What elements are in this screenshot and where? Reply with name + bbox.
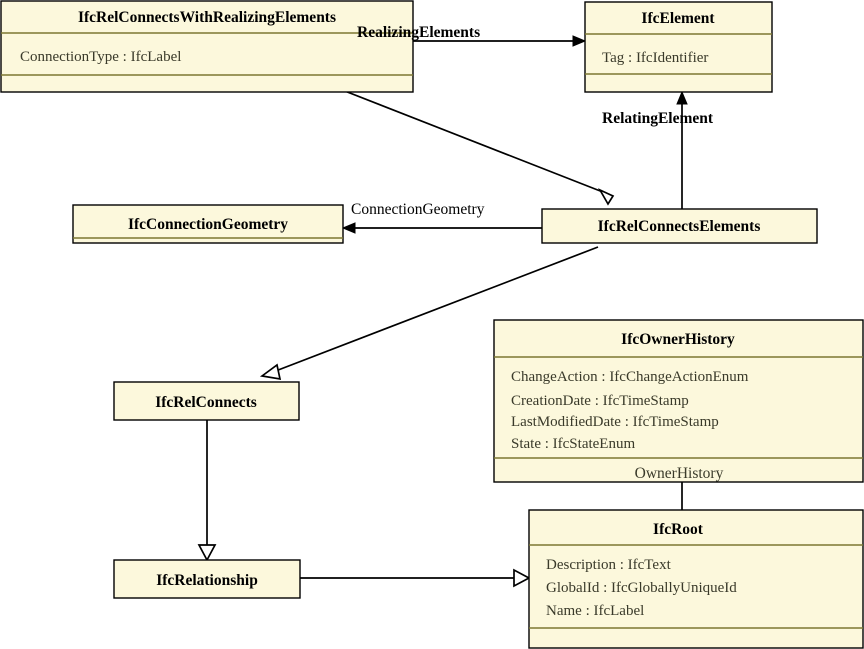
solid-arrowhead (341, 222, 356, 234)
class-box-ifcrelconnectselements[interactable]: IfcRelConnectsElements (541, 208, 818, 244)
class-name-label: IfcOwnerHistory (621, 331, 735, 348)
class-name-label: IfcRelationship (156, 572, 258, 589)
class-box-outline (528, 509, 864, 649)
class-box-outline (113, 559, 301, 599)
edge-generalization-realizing-to-connects-elements (331, 85, 615, 206)
class-name-label: IfcRelConnectsElements (598, 218, 761, 235)
class-box-outline (72, 204, 344, 244)
class-box-ifcconnectiongeometry[interactable]: IfcConnectionGeometry (72, 204, 344, 244)
solid-arrowhead (572, 35, 587, 47)
edge-association-connection-geometry (341, 222, 542, 234)
class-attribute: GlobalId : IfcGloballyUniqueId (546, 580, 737, 596)
hollow-triangle-arrowhead (597, 188, 615, 206)
edge-label-realizing-elements: RealizingElements (357, 24, 480, 41)
class-box-ifcownerhistory[interactable]: IfcOwnerHistory ChangeAction : IfcChange… (493, 319, 864, 483)
class-attribute: Tag : IfcIdentifier (602, 50, 708, 66)
class-attribute: State : IfcStateEnum (511, 436, 635, 452)
generalization-line (272, 246, 599, 373)
class-attribute: ConnectionType : IfcLabel (20, 49, 181, 65)
class-box-ifcrelconnects[interactable]: IfcRelConnects (113, 381, 300, 421)
class-name-label: IfcRelConnects (155, 394, 257, 411)
solid-arrowhead (676, 90, 688, 105)
edge-generalization-connects-elements-to-rel-connects (259, 246, 599, 381)
class-box-outline (0, 0, 414, 93)
class-box-ifcroot[interactable]: IfcRoot Description : IfcText GlobalId :… (528, 509, 864, 649)
class-box-ifcrelconnectswithrealizingelements[interactable]: IfcRelConnectsWithRealizingElements Conn… (0, 0, 414, 93)
class-name-label: IfcElement (641, 10, 715, 27)
hollow-triangle-arrowhead (259, 363, 282, 381)
class-name-label: IfcRoot (653, 521, 704, 538)
class-attribute: CreationDate : IfcTimeStamp (511, 393, 689, 409)
class-box-ifcelement[interactable]: IfcElement Tag : IfcIdentifier (584, 1, 773, 93)
class-attribute: ChangeAction : IfcChangeActionEnum (511, 369, 749, 385)
class-box-outline (493, 319, 864, 483)
edge-label-connection-geometry: ConnectionGeometry (351, 201, 485, 218)
hollow-triangle-arrowhead (197, 544, 217, 562)
generalization-line (331, 85, 614, 197)
class-box-outline (584, 1, 773, 93)
class-attribute: Name : IfcLabel (546, 603, 644, 619)
class-name-label: IfcRelConnectsWithRealizingElements (78, 9, 336, 26)
class-attribute: Description : IfcText (546, 557, 672, 573)
edge-label-relating-element: RelatingElement (602, 110, 714, 127)
class-attribute: LastModifiedDate : IfcTimeStamp (511, 414, 719, 430)
edge-generalization-rel-connects-to-relationship (197, 420, 217, 562)
edge-association-realizing-elements (413, 35, 587, 47)
hollow-triangle-arrowhead (513, 568, 531, 588)
class-box-ifcrelationship[interactable]: IfcRelationship (113, 559, 301, 599)
edge-generalization-relationship-to-root (300, 568, 531, 588)
class-box-outline (541, 208, 818, 244)
class-name-label: IfcConnectionGeometry (128, 216, 288, 233)
edge-label-owner-history: OwnerHistory (635, 465, 724, 482)
edge-association-relating-element (676, 90, 688, 209)
class-box-outline (113, 381, 300, 421)
